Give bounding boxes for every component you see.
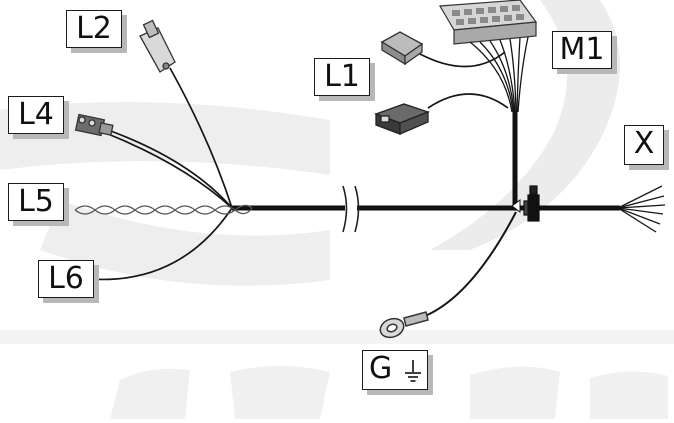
wire-L5-twisted-pair [74,204,253,215]
connector-M1 [438,0,538,45]
label-L4-text: L4 [18,97,54,132]
ring-terminal [379,311,429,339]
label-X-text: X [633,126,655,161]
connector-L4 [74,113,114,137]
label-L6: L6 [38,260,94,298]
wire-L4-a [107,129,233,209]
length-break-mark [342,185,360,233]
junction-marker [511,199,521,213]
branch-wires [89,67,233,281]
label-L5: L5 [8,183,64,221]
label-M1-text: M1 [559,32,605,67]
label-L6-text: L6 [48,261,84,296]
wire-L1-large [427,93,509,109]
connector-L2 [139,19,176,73]
ground-wire [419,211,517,319]
label-G-text: G [369,351,393,386]
label-M1: M1 [552,31,612,69]
connector-L1-small [380,31,424,66]
wire-L2 [169,67,233,209]
label-L2-text: L2 [76,11,112,46]
label-L1: L1 [314,58,370,96]
ground-symbol-icon [405,360,421,382]
wire-L1-small [419,51,506,68]
wire-L6 [89,207,233,281]
label-L4: L4 [8,96,64,134]
label-L1-text: L1 [324,59,360,94]
label-G: G [362,350,428,390]
m1-fan-wires [469,36,529,113]
label-L2: L2 [66,10,122,48]
label-L5-text: L5 [18,184,54,219]
harness-clip [523,185,540,222]
wire-X-fan [617,185,666,233]
wire-L4-b [107,133,233,209]
connector-L1-large [374,103,430,135]
main-harness [232,110,620,211]
label-X: X [624,125,664,165]
